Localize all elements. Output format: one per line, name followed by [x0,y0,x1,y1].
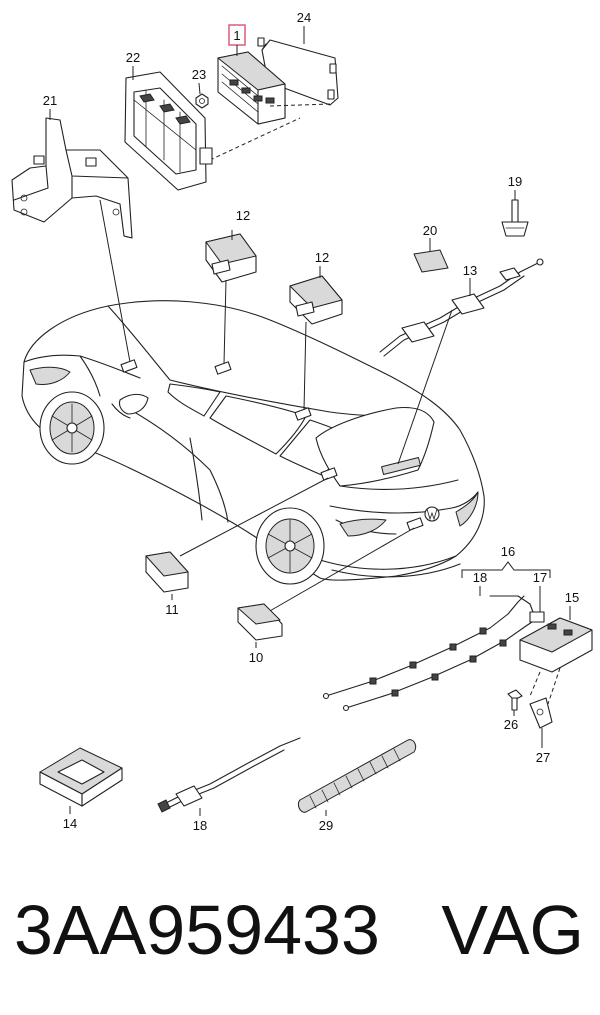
part-24-bracket-plate [257,37,339,106]
part-23-nut [195,93,209,109]
part-22-module-holder [124,71,213,191]
part-12-upper-module [205,230,257,283]
callout-15: 15 [565,590,579,605]
callout-17: 17 [533,570,547,585]
callout-22: 22 [126,50,140,65]
callout-24: 24 [297,10,311,25]
part-18-cable [157,737,301,816]
part-29-corrugated-tube [297,739,417,816]
callout-14: 14 [63,816,77,831]
callout-12-upper: 12 [236,208,250,223]
part-10-sensor [237,603,283,648]
part-27-bracket [529,697,553,748]
part-12-lower-module [289,266,343,325]
callout-20: 20 [423,223,437,238]
part-17-connector [529,586,545,623]
part-15-control-unit [519,606,593,705]
callout-18-upper: 18 [473,570,487,585]
footer: 3AA959433 VAG [0,880,600,1000]
callout-12-lower: 12 [315,250,329,265]
part-14-adhesive-pad [39,747,123,814]
callout-16: 16 [501,544,515,559]
part-number: 3AA959433 [14,891,380,969]
part-21-bracket [11,117,133,239]
part-19-clip [501,190,529,237]
vehicle-body [21,300,485,585]
callout-19: 19 [508,174,522,189]
part-13-antenna-strip [379,258,544,357]
callout-27: 27 [536,750,550,765]
callout-23: 23 [192,67,206,82]
parts-diagram: 1 24 22 23 21 19 12 12 20 13 11 10 16 18… [11,10,593,833]
callout-21: 21 [43,93,57,108]
part-20-adhesive-pad [413,238,449,273]
part-18-wiring-harness [322,586,539,712]
callout-29: 29 [319,818,333,833]
callout-26: 26 [504,717,518,732]
part-11-sensor [145,551,189,600]
callout-18-lower: 18 [193,818,207,833]
brand-name: VAG [441,891,584,969]
callout-13: 13 [463,263,477,278]
part-1-control-module [217,51,286,125]
callout-1: 1 [233,28,240,43]
callout-10: 10 [249,650,263,665]
part-26-screw [507,689,523,716]
callout-11: 11 [165,602,179,617]
